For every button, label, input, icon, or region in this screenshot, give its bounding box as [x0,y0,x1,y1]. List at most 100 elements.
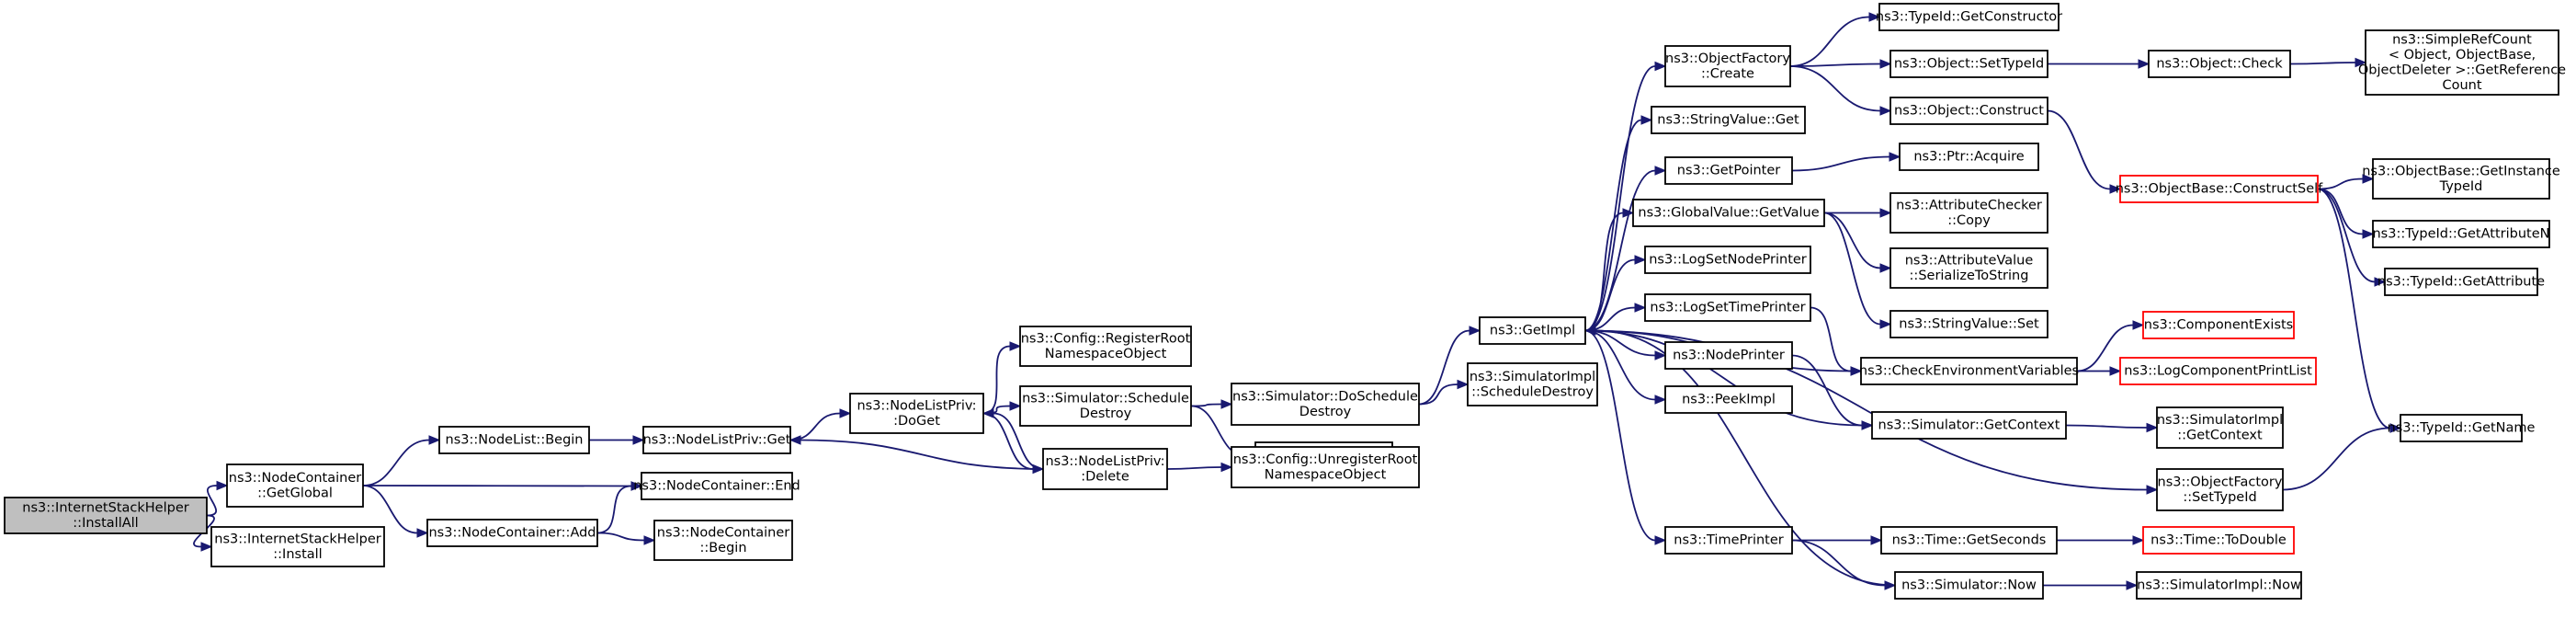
node-box [1644,293,1811,322]
node-logsetnodeprinter[interactable]: ns3::LogSetNodePrinter [1644,246,1811,274]
node-sim-scheddestroy[interactable]: ns3::Simulator::ScheduleDestroy [1019,385,1192,427]
edge-arrowhead [1640,115,1653,125]
edge-arrowhead [1469,326,1481,336]
node-sim-now[interactable]: ns3::Simulator::Now [1894,571,2044,600]
edge-line [1810,306,1852,372]
edge-n_nodeprinter-to-n_sim_getcontext [1791,354,1874,430]
node-box [426,519,598,547]
node-typeid-getattrn[interactable]: ns3::TypeId::GetAttributeN [2372,220,2550,248]
edge-line [596,485,632,534]
node-attrvalue-serialize[interactable]: ns3::AttributeValue::SerializeToString [1889,247,2048,289]
node-simimpl-scheddestroy[interactable]: ns3::SimulatorImpl::ScheduleDestroy [1467,362,1598,406]
edge-line [1791,354,1863,427]
node-label-line: ns3::Time::ToDouble [2150,533,2287,548]
node-stringvalue-get[interactable]: ns3::StringValue::Get [1651,106,1806,134]
node-box [2156,468,2284,511]
edge-n_object_settypeid-to-n_object_check [2048,59,2150,69]
node-nl-begin[interactable]: ns3::NodeList::Begin [438,426,590,454]
node-typeid-getconstructor[interactable]: ns3::TypeId::GetConstructor [1876,3,2062,31]
edge-line [1584,329,2148,491]
edge-line [2317,188,2391,429]
edge-line [2076,324,2134,372]
edge-arrowhead [630,481,643,491]
node-peekimpl[interactable]: ns3::PeekImpl [1664,385,1793,414]
node-time-todouble[interactable]: ns3::Time::ToDouble [2142,526,2295,555]
node-nlp-doget[interactable]: ns3::NodeListPriv::DoGet [849,393,984,434]
node-nc-add[interactable]: ns3::NodeContainer::Add [426,519,598,547]
node-timeprinter[interactable]: ns3::TimePrinter [1664,526,1793,555]
node-label-line: ns3::SimulatorImpl [2157,413,2283,428]
node-install-all[interactable]: ns3::InternetStackHelper::InstallAll [4,497,208,534]
edge-line [1584,329,1863,427]
node-getpointer[interactable]: ns3::GetPointer [1664,156,1793,185]
node-box [2156,406,2284,449]
node-time-getseconds[interactable]: ns3::Time::GetSeconds [1880,526,2058,555]
node-simimpl-now[interactable]: ns3::SimulatorImpl::Now [2136,571,2302,600]
edge-n_object_construct-to-n_objectbase_constructself [2047,109,2122,194]
node-getimpl[interactable]: ns3::GetImpl [1479,316,1586,345]
node-label-line: ::SetTypeId [2183,490,2256,505]
node-ish-install[interactable]: ns3::InternetStackHelper::Install [210,526,385,567]
node-stringvalue-set[interactable]: ns3::StringValue::Set [1889,310,2048,338]
node-label-line: ::Begin [699,541,746,555]
node-box [1479,316,1586,345]
node-logcomponentprintlist[interactable]: ns3::LogComponentPrintList [2119,357,2317,385]
node-simimpl-getcontext[interactable]: ns3::SimulatorImpl::GetContext [2156,406,2284,449]
edge-line [1190,403,1222,407]
edge-arrowhead [2374,277,2387,287]
edge-n_nlp_delete-to-n_nlp_get [789,435,1044,470]
node-gv-getvalue[interactable]: ns3::GlobalValue::GetValue [1632,199,1825,227]
node-simplerefcount[interactable]: ns3::SimpleRefCount< Object, ObjectBase,… [2358,29,2566,96]
node-typeid-getattr[interactable]: ns3::TypeId::GetAttribute [2377,268,2545,296]
edge-n_nc_getglobal-to-n_nc_add [362,485,429,538]
edge-arrowhead [789,435,801,445]
node-cfg-unregister[interactable]: ns3::Config::UnregisterRootNamespaceObje… [1231,446,1420,488]
node-logsettimeprinter[interactable]: ns3::LogSetTimePrinter [1644,293,1811,322]
node-label-line: ::Create [1701,66,1754,81]
node-objectbase-constructself[interactable]: ns3::ObjectBase::ConstructSelf [2116,175,2323,203]
edge-arrowhead [1654,350,1667,360]
node-of-settypeid[interactable]: ns3::ObjectFactory::SetTypeId [2156,468,2284,511]
node-of-create[interactable]: ns3::ObjectFactory::Create [1664,45,1791,87]
edge-arrowhead [1654,166,1667,176]
edge-arrowhead [1879,59,1892,69]
node-label-line: ns3::GetPointer [1677,164,1781,178]
node-nlp-get[interactable]: ns3::NodeListPriv::Get [642,426,791,454]
edge-n_getimpl-to-n_getpointer [1584,166,1667,332]
edge-n_checkenv-to-n_componentexists [2076,320,2145,372]
edge-arrowhead [982,408,994,418]
node-box [1664,385,1793,414]
edge-line [1584,329,1656,542]
node-object-check[interactable]: ns3::Object::Check [2148,50,2291,78]
node-box [1042,448,1168,490]
node-label-line: ns3::Config::RegisterRoot [1021,331,1191,346]
node-sim-getcontext[interactable]: ns3::Simulator::GetContext [1871,411,2067,440]
node-box [2142,311,2295,339]
edge-arrowhead [2355,57,2367,68]
node-object-settypeid[interactable]: ns3::Object::SetTypeId [1889,50,2048,78]
node-nc-begin[interactable]: ns3::NodeContainer::Begin [653,520,793,561]
node-box [1019,385,1192,427]
node-attrchecker-copy[interactable]: ns3::AttributeChecker::Copy [1889,192,2048,234]
edge-n_sim_scheddestroy-to-n_sim_doscheddestroy [1190,399,1233,409]
node-nc-end[interactable]: ns3::NodeContainer::End [633,472,800,500]
edge-n_objectbase_constructself-to-n_objectbase_getinstance [2317,174,2375,190]
node-label-line: ::GetContext [2177,428,2263,442]
node-nc-getglobal[interactable]: ns3::NodeContainer::GetGlobal [226,464,364,508]
node-object-construct[interactable]: ns3::Object::Construct [1889,97,2048,125]
edge-n_time_getseconds-to-n_time_todouble [2057,535,2145,545]
node-componentexists[interactable]: ns3::ComponentExists [2142,311,2295,339]
node-ptr-acquire[interactable]: ns3::Ptr::Acquire [1899,143,2039,171]
node-typeid-getname[interactable]: ns3::TypeId::GetName [2388,414,2536,442]
node-label-line: ns3::GetImpl [1490,324,1575,338]
edge-arrowhead [1870,535,1883,545]
node-label-line: ObjectDeleter >::GetReference [2358,63,2566,77]
node-nodeprinter[interactable]: ns3::NodePrinter [1664,341,1793,370]
node-nlp-delete[interactable]: ns3::NodeListPriv::Delete [1042,448,1168,490]
node-checkenv[interactable]: ns3::CheckEnvironmentVariables [1859,357,2079,385]
node-label-line: ns3::InternetStackHelper [22,500,188,515]
edge-n_nc_getglobal-to-n_nc_end [362,481,643,491]
